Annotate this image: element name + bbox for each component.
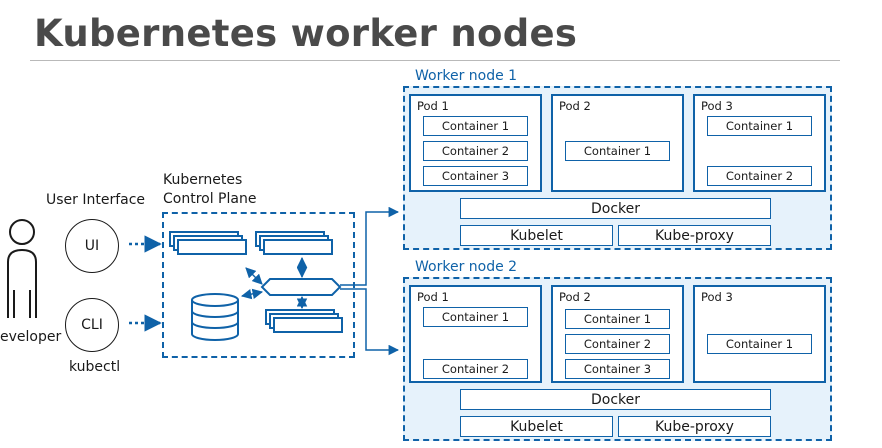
container-box[interactable]: Container 2 <box>565 334 670 354</box>
docker-box[interactable]: Docker <box>460 389 771 410</box>
worker1-pod-2[interactable]: Pod 2 Container 1 <box>551 94 684 192</box>
scheduler-stack-icon <box>255 231 333 255</box>
to-worker1-arrow <box>340 206 400 286</box>
worker-node-2[interactable]: Pod 1 Container 1 Container 2 Pod 2 Cont… <box>403 277 832 441</box>
kubelet-box[interactable]: Kubelet <box>460 416 613 437</box>
container-box[interactable]: Container 1 <box>565 141 670 161</box>
container-box[interactable]: Container 1 <box>707 334 812 354</box>
kube-proxy-box[interactable]: Kube-proxy <box>618 416 771 437</box>
api-server-stack-icon <box>169 231 247 255</box>
ui-circle[interactable]: UI <box>65 219 119 273</box>
control-plane-label-line1: Kubernetes <box>163 172 243 188</box>
etcd-database-icon <box>191 293 239 341</box>
control-plane-label-line2: Control Plane <box>163 191 257 207</box>
worker2-pod-1[interactable]: Pod 1 Container 1 Container 2 <box>409 285 542 383</box>
container-box[interactable]: Container 1 <box>707 116 812 136</box>
pod-label: Pod 1 <box>417 290 449 304</box>
pod-label: Pod 3 <box>701 99 733 113</box>
container-box[interactable]: Container 2 <box>707 166 812 186</box>
container-box[interactable]: Container 3 <box>565 359 670 379</box>
kube-proxy-box[interactable]: Kube-proxy <box>618 225 771 246</box>
controller-stack-icon <box>265 309 343 333</box>
api-hub-icon <box>260 278 342 296</box>
worker1-pod-1[interactable]: Pod 1 Container 1 Container 2 Container … <box>409 94 542 192</box>
worker-node-1-title: Worker node 1 <box>415 68 518 84</box>
page-title: Kubernetes worker nodes <box>34 12 578 55</box>
container-box[interactable]: Container 1 <box>565 309 670 329</box>
pod-label: Pod 3 <box>701 290 733 304</box>
worker1-pod-3[interactable]: Pod 3 Container 1 Container 2 <box>693 94 826 192</box>
worker2-pod-3[interactable]: Pod 3 Container 1 <box>693 285 826 383</box>
pod-label: Pod 2 <box>559 99 591 113</box>
developer-label: eveloper <box>0 329 62 345</box>
worker2-pod-2[interactable]: Pod 2 Container 1 Container 2 Container … <box>551 285 684 383</box>
user-interface-label: User Interface <box>46 192 146 208</box>
cli-circle[interactable]: CLI <box>65 298 119 352</box>
container-box[interactable]: Container 2 <box>423 141 528 161</box>
container-box[interactable]: Container 2 <box>423 359 528 379</box>
container-box[interactable]: Container 1 <box>423 116 528 136</box>
pod-label: Pod 2 <box>559 290 591 304</box>
developer-person-icon <box>7 219 37 318</box>
pod-label: Pod 1 <box>417 99 449 113</box>
kubelet-box[interactable]: Kubelet <box>460 225 613 246</box>
worker-node-1[interactable]: Pod 1 Container 1 Container 2 Container … <box>403 86 832 250</box>
docker-box[interactable]: Docker <box>460 198 771 219</box>
container-box[interactable]: Container 1 <box>423 307 528 327</box>
container-box[interactable]: Container 3 <box>423 166 528 186</box>
to-worker2-arrow <box>340 288 400 356</box>
worker-node-2-title: Worker node 2 <box>415 259 518 275</box>
title-divider <box>30 60 840 61</box>
kubectl-label: kubectl <box>69 359 121 375</box>
